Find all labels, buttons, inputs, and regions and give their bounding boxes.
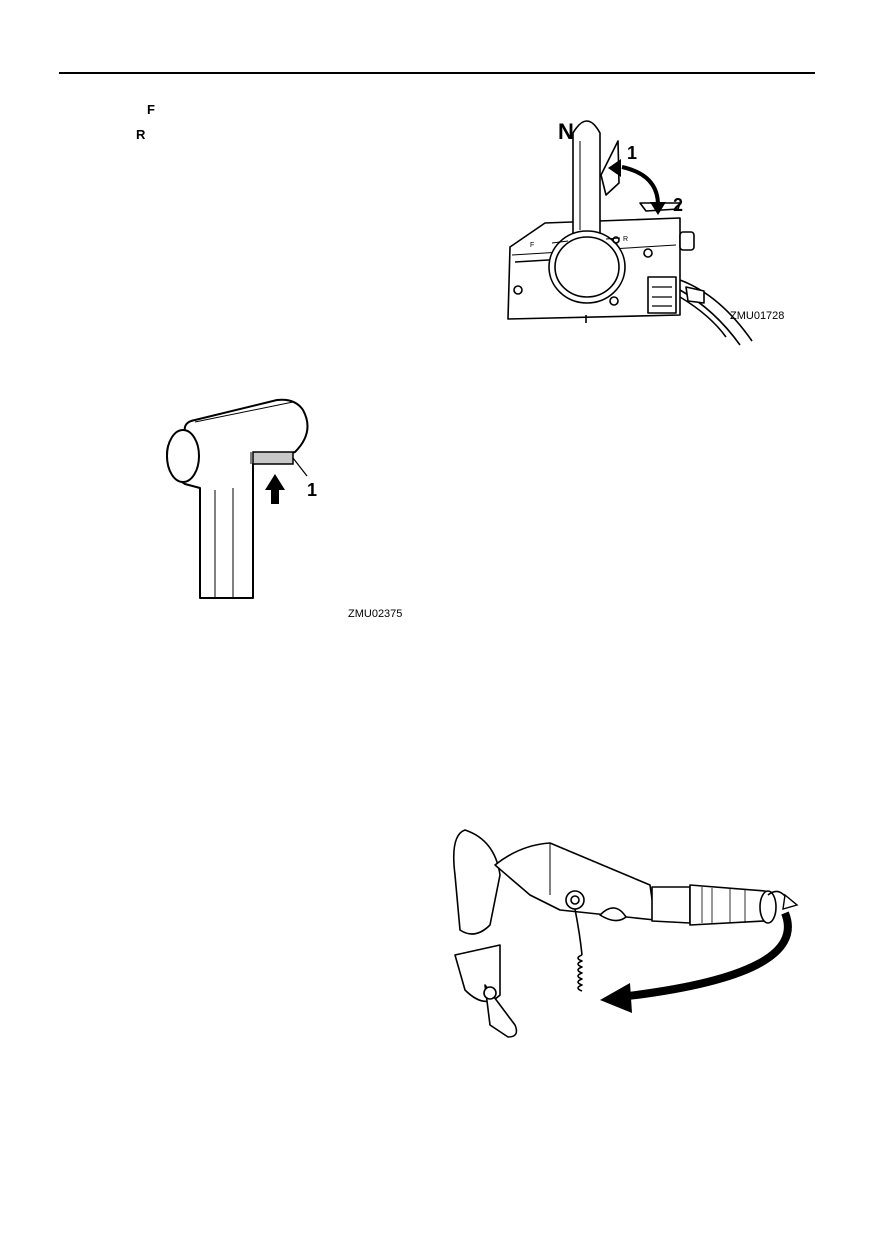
box-reverse-label: R: [623, 236, 628, 243]
neutral-label: N: [558, 119, 574, 144]
lever-image-code: ZMU02375: [348, 608, 402, 620]
gear-label-forward: F: [147, 102, 155, 117]
remote-control-illustration: F R N 1 2 ZMU01728: [507, 119, 784, 346]
header-rule: [59, 72, 815, 74]
tiller-handle-illustration: [452, 829, 799, 1038]
image-code: ZMU01728: [730, 310, 784, 322]
lever-grip-illustration: 1 ZMU02375: [166, 398, 402, 620]
box-forward-label: F: [530, 242, 534, 249]
gear-label-reverse: R: [136, 127, 146, 142]
lever-callout-1: 1: [307, 480, 317, 500]
callout-2: 2: [673, 195, 683, 215]
callout-1: 1: [627, 143, 637, 163]
